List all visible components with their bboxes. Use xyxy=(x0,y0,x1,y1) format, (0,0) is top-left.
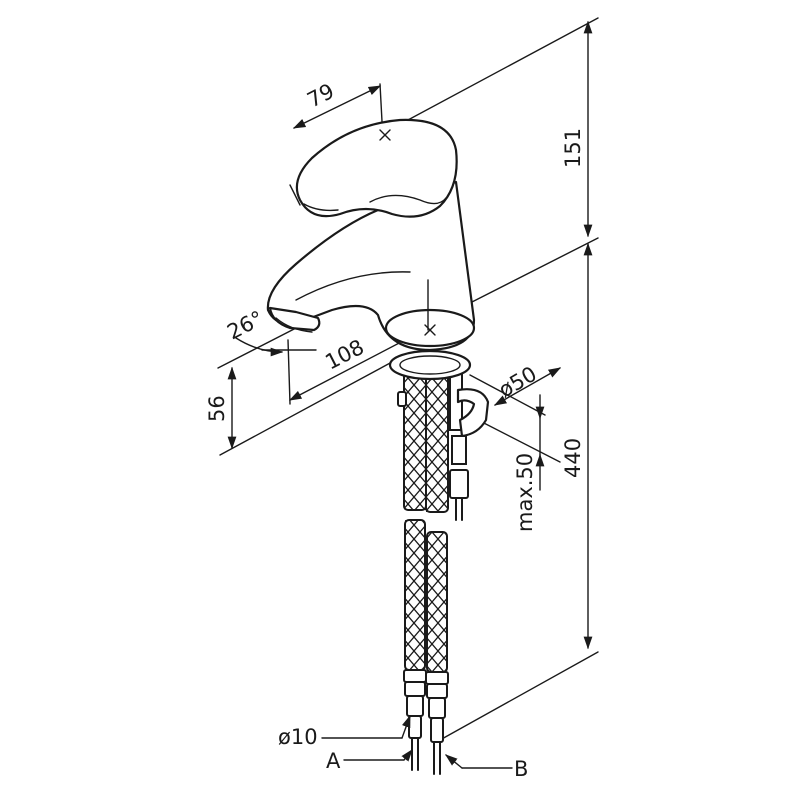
dim-spout-reach: 108 xyxy=(321,335,368,375)
dim-max-thickness: max.50 xyxy=(513,453,537,532)
dim-spout-angle: 26° xyxy=(223,306,267,344)
extension-lines xyxy=(217,17,599,741)
dim-upper-height: 151 xyxy=(561,128,585,168)
axis-markers xyxy=(379,129,436,336)
leader-lines xyxy=(321,714,513,769)
faucet-body xyxy=(266,180,476,352)
base-ring xyxy=(388,349,472,381)
label-hose-b: B xyxy=(514,757,528,781)
lever-handle xyxy=(295,118,458,218)
dim-base-diameter: ø50 xyxy=(495,362,541,403)
hoses xyxy=(403,369,449,775)
dim-lower-height: 440 xyxy=(561,438,585,478)
label-hose-a: A xyxy=(326,749,341,773)
dim-spout-height: 56 xyxy=(205,395,229,422)
mounting-hardware xyxy=(397,359,490,521)
dim-hose-diameter: ø10 xyxy=(278,725,318,749)
dim-lever-width: 79 xyxy=(303,79,338,113)
